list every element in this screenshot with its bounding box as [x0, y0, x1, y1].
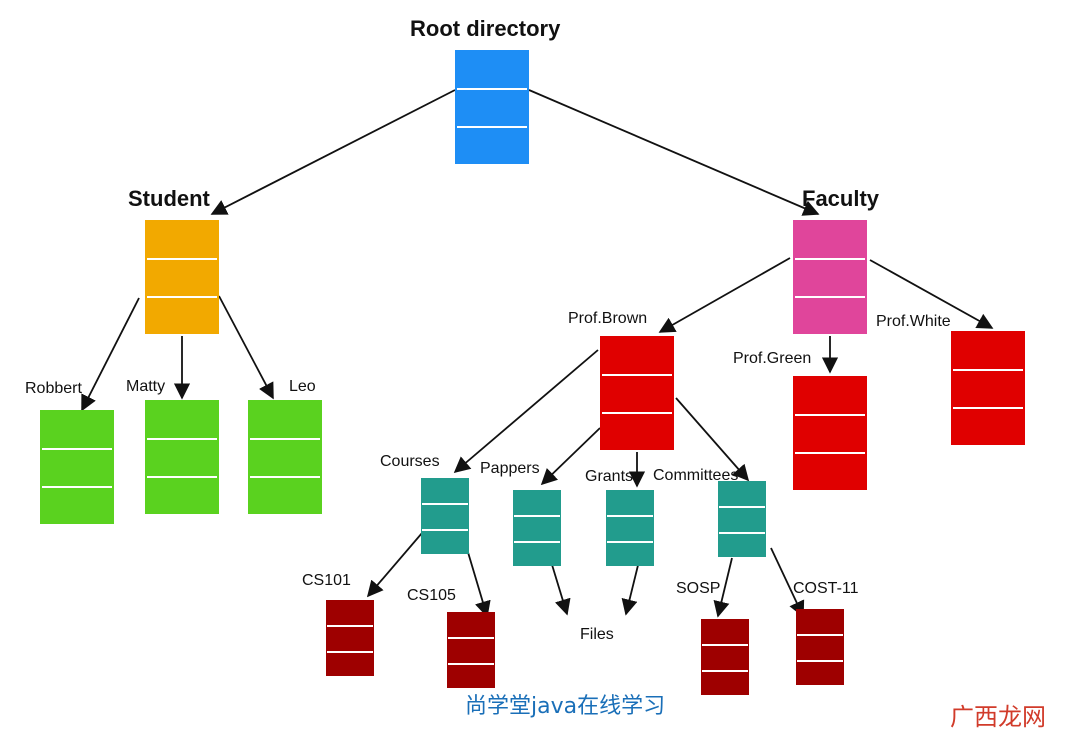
node-box-cs105: [447, 612, 495, 688]
box-divider: [42, 486, 112, 488]
node-label-robbert: Robbert: [25, 380, 82, 397]
box-divider: [448, 637, 494, 639]
edge-prof_brown-to-committees: [675, 397, 750, 482]
box-divider: [147, 258, 217, 260]
node-box-cs101: [326, 600, 374, 676]
node-label-cs101: CS101: [302, 572, 351, 589]
box-divider: [607, 541, 653, 543]
node-box-matty: [145, 400, 219, 514]
node-box-student: [145, 220, 219, 334]
node-label-cost11: COST-11: [793, 580, 859, 597]
files-label: Files: [580, 626, 614, 643]
node-label-prof_brown: Prof.Brown: [568, 310, 648, 327]
box-divider: [795, 258, 865, 260]
box-divider: [607, 515, 653, 517]
node-box-cost11: [796, 609, 844, 685]
edge-faculty-to-prof_brown: [658, 257, 791, 333]
box-divider: [719, 506, 765, 508]
box-divider: [457, 88, 527, 90]
node-label-grants: Grants: [585, 468, 634, 485]
node-box-prof_green: [793, 376, 867, 490]
node-label-root: Root directory: [410, 16, 561, 41]
node-box-grants: [606, 490, 654, 566]
node-box-leo: [248, 400, 322, 514]
box-divider: [602, 374, 672, 376]
box-divider: [327, 625, 373, 627]
node-label-courses: Courses: [380, 453, 440, 470]
node-label-committees: Committees: [653, 467, 739, 484]
edge-root-to-faculty: [528, 89, 820, 216]
node-label-cs105: CS105: [407, 587, 456, 604]
edge-student-to-leo: [218, 295, 274, 400]
box-divider: [147, 296, 217, 298]
node-label-student: Student: [128, 186, 210, 211]
box-divider: [702, 644, 748, 646]
node-label-leo: Leo: [289, 378, 316, 395]
edge-root-to-student: [210, 89, 456, 215]
box-divider: [147, 476, 217, 478]
box-divider: [147, 438, 217, 440]
box-divider: [602, 412, 672, 414]
watermark-left: 尚学堂java在线学习: [465, 694, 666, 719]
node-label-sosp: SOSP: [676, 580, 721, 597]
node-box-faculty: [793, 220, 867, 334]
node-box-prof_white: [951, 331, 1025, 445]
node-box-courses: [421, 478, 469, 554]
node-box-robbert: [40, 410, 114, 524]
node-box-sosp: [701, 619, 749, 695]
node-box-pappers: [513, 490, 561, 566]
node-box-root: [455, 50, 529, 164]
node-label-pappers: Pappers: [480, 460, 540, 477]
box-divider: [953, 407, 1023, 409]
box-divider: [250, 476, 320, 478]
node-box-prof_brown: [600, 336, 674, 450]
node-box-committees: [718, 481, 766, 557]
box-divider: [327, 651, 373, 653]
node-label-prof_white: Prof.White: [876, 313, 951, 330]
edge-committees-to-cost11: [770, 547, 805, 618]
box-divider: [953, 369, 1023, 371]
box-divider: [514, 515, 560, 517]
box-divider: [457, 126, 527, 128]
node-label-matty: Matty: [126, 378, 166, 395]
box-divider: [250, 438, 320, 440]
edge-prof_brown-to-pappers: [540, 427, 601, 486]
box-divider: [795, 452, 865, 454]
box-divider: [514, 541, 560, 543]
box-divider: [797, 660, 843, 662]
edge-prof_brown-to-courses: [453, 349, 599, 474]
watermark-right: 广西龙网: [950, 703, 1046, 731]
node-label-prof_green: Prof.Green: [733, 350, 812, 367]
box-divider: [795, 296, 865, 298]
box-divider: [797, 634, 843, 636]
box-divider: [719, 532, 765, 534]
edge-committees-to-sosp: [713, 557, 733, 618]
box-divider: [448, 663, 494, 665]
box-divider: [422, 529, 468, 531]
node-label-faculty: Faculty: [802, 186, 880, 211]
box-divider: [702, 670, 748, 672]
box-divider: [795, 414, 865, 416]
edge-student-to-robbert: [81, 297, 140, 412]
box-divider: [42, 448, 112, 450]
edge-faculty-to-prof_white: [869, 259, 994, 329]
box-divider: [422, 503, 468, 505]
